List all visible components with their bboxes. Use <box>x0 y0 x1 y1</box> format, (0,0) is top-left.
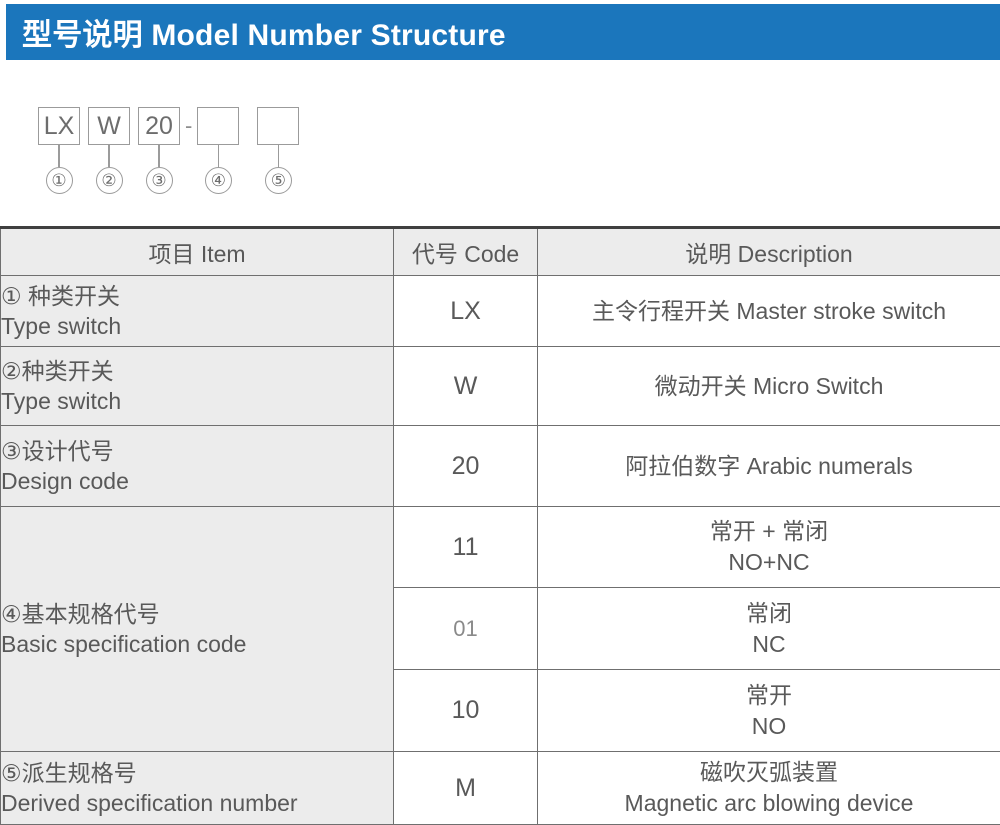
row-item-cell: ③设计代号 Design code <box>1 426 394 507</box>
model-segment-2: W ② <box>88 107 130 194</box>
row-item-label-en: Type switch <box>1 311 393 341</box>
page-title: 型号说明 Model Number Structure <box>22 10 506 54</box>
row-description-cell: 阿拉伯数字 Arabic numerals <box>538 426 1000 507</box>
model-segment-2-box: W <box>88 107 130 145</box>
row-item-label-en: Design code <box>1 466 393 496</box>
row-description-line2: NO <box>538 711 1000 742</box>
row-code-cell: W <box>394 347 538 426</box>
row-description-line2: Magnetic arc blowing device <box>538 788 1000 819</box>
row-description-line1: 磁吹灭弧装置 <box>538 757 1000 788</box>
model-segment-4-stem <box>218 145 220 167</box>
row-description-cell: 常开 NO <box>538 670 1000 752</box>
model-segment-5-box <box>257 107 299 145</box>
row-description-cell: 常闭 NC <box>538 588 1000 670</box>
model-segment-3-box: 20 <box>138 107 180 145</box>
code-box-row: LX ① W ② 20 ③ - ④ ⑤ <box>38 107 299 194</box>
row-description-line1: 阿拉伯数字 Arabic numerals <box>538 451 1000 482</box>
row-description-cell: 主令行程开关 Master stroke switch <box>538 276 1000 347</box>
row-item-label-cn: ②种类开关 <box>1 356 393 386</box>
model-segment-1-marker: ① <box>46 167 73 194</box>
column-header-code: 代号 Code <box>394 228 538 276</box>
row-code-cell: 10 <box>394 670 538 752</box>
row-description-line1: 常开 + 常闭 <box>538 516 1000 547</box>
row-item-label-cn: ⑤派生规格号 <box>1 758 393 788</box>
row-item-cell: ④基本规格代号 Basic specification code <box>1 507 394 752</box>
model-segment-1-box: LX <box>38 107 80 145</box>
model-number-spec-table: 项目 Item 代号 Code 说明 Description ① 种类开关 Ty… <box>0 226 1000 825</box>
model-separator-dash: - <box>180 107 197 145</box>
table-row: ⑤派生规格号 Derived specification number M 磁吹… <box>1 752 1000 825</box>
model-segment-5: ⑤ <box>257 107 299 194</box>
model-segment-4: ④ <box>197 107 239 194</box>
row-item-label-cn: ① 种类开关 <box>1 281 393 311</box>
model-segment-3-stem <box>158 145 160 167</box>
table-row: ③设计代号 Design code 20 阿拉伯数字 Arabic numera… <box>1 426 1000 507</box>
row-description-cell: 常开 + 常闭 NO+NC <box>538 507 1000 588</box>
row-description-cell: 微动开关 Micro Switch <box>538 347 1000 426</box>
table-row: ① 种类开关 Type switch LX 主令行程开关 Master stro… <box>1 276 1000 347</box>
model-number-structure-diagram: LX ① W ② 20 ③ - ④ ⑤ <box>0 95 1000 205</box>
column-header-description: 说明 Description <box>538 228 1000 276</box>
model-segment-2-stem <box>108 145 110 167</box>
row-code-cell: 01 <box>394 588 538 670</box>
model-segment-4-box <box>197 107 239 145</box>
row-code-cell: 20 <box>394 426 538 507</box>
row-code-cell: M <box>394 752 538 825</box>
row-item-cell: ②种类开关 Type switch <box>1 347 394 426</box>
column-header-item: 项目 Item <box>1 228 394 276</box>
row-item-label-en: Type switch <box>1 386 393 416</box>
model-segment-2-marker: ② <box>96 167 123 194</box>
model-segment-1-stem <box>58 145 60 167</box>
table-row: ②种类开关 Type switch W 微动开关 Micro Switch <box>1 347 1000 426</box>
model-segment-3-marker: ③ <box>146 167 173 194</box>
row-item-label-cn: ④基本规格代号 <box>1 599 393 629</box>
row-description-line2: NO+NC <box>538 547 1000 578</box>
model-segment-4-marker: ④ <box>205 167 232 194</box>
row-description-line1: 常开 <box>538 680 1000 711</box>
row-code-cell: 11 <box>394 507 538 588</box>
row-description-line1: 常闭 <box>538 598 1000 629</box>
row-description-line1: 主令行程开关 Master stroke switch <box>538 296 1000 327</box>
row-description-line1: 微动开关 Micro Switch <box>538 371 1000 402</box>
row-description-cell: 磁吹灭弧装置 Magnetic arc blowing device <box>538 752 1000 825</box>
page-header-banner: 型号说明 Model Number Structure <box>6 4 1000 60</box>
model-segment-3: 20 ③ <box>138 107 180 194</box>
table-row: ④基本规格代号 Basic specification code 11 常开 +… <box>1 507 1000 588</box>
row-item-cell: ⑤派生规格号 Derived specification number <box>1 752 394 825</box>
row-description-line2: NC <box>538 629 1000 660</box>
row-item-label-cn: ③设计代号 <box>1 436 393 466</box>
model-segment-5-marker: ⑤ <box>265 167 292 194</box>
row-item-label-en: Derived specification number <box>1 788 393 818</box>
row-code-cell: LX <box>394 276 538 347</box>
row-item-cell: ① 种类开关 Type switch <box>1 276 394 347</box>
table-header-row: 项目 Item 代号 Code 说明 Description <box>1 228 1000 276</box>
row-item-label-en: Basic specification code <box>1 629 393 659</box>
model-segment-5-stem <box>278 145 280 167</box>
model-segment-1: LX ① <box>38 107 80 194</box>
